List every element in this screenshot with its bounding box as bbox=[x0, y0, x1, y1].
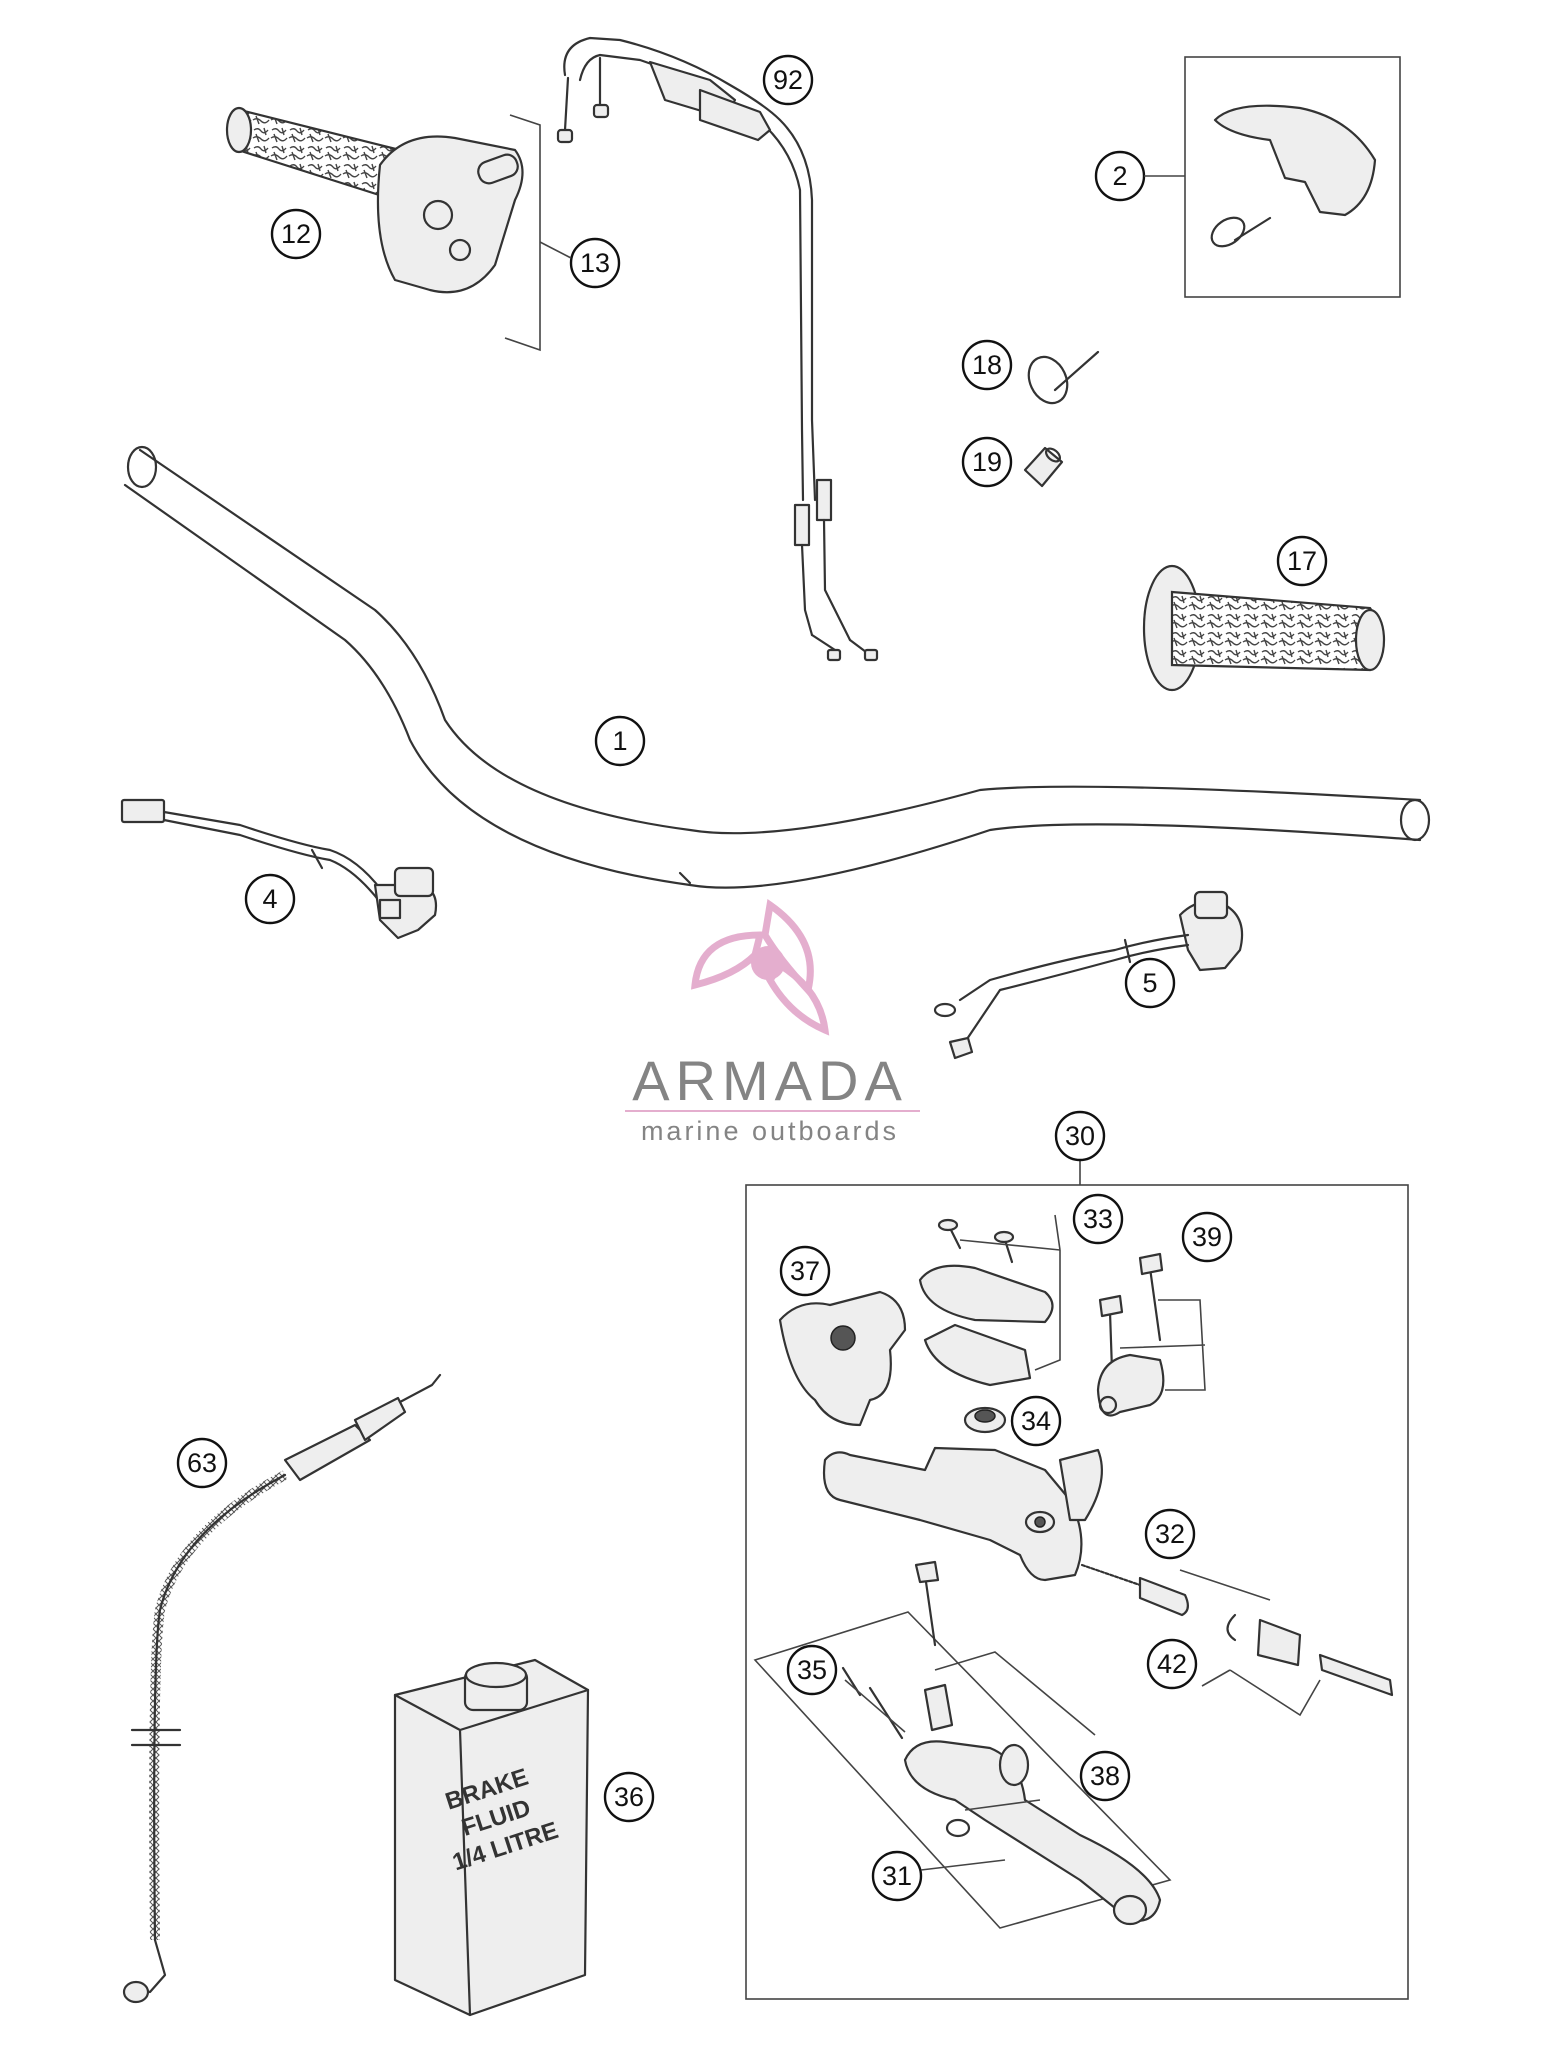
callout-34: 34 bbox=[1010, 1395, 1062, 1447]
callout-42: 42 bbox=[1146, 1638, 1198, 1690]
callout-36: 36 bbox=[603, 1771, 655, 1823]
propeller-icon bbox=[691, 898, 830, 1036]
armada-watermark: ARMADA marine outboards bbox=[625, 898, 920, 1146]
svg-text:30: 30 bbox=[1065, 1121, 1095, 1151]
svg-text:19: 19 bbox=[972, 447, 1002, 477]
svg-text:37: 37 bbox=[790, 1256, 820, 1286]
svg-text:35: 35 bbox=[797, 1655, 827, 1685]
handlebar bbox=[123, 445, 1431, 889]
sleeve bbox=[1023, 446, 1064, 488]
svg-text:34: 34 bbox=[1021, 1406, 1051, 1436]
callout-30: 30 bbox=[1054, 1110, 1106, 1162]
callout-32: 32 bbox=[1144, 1508, 1196, 1560]
svg-text:39: 39 bbox=[1192, 1222, 1222, 1252]
callout-33: 33 bbox=[1072, 1193, 1124, 1245]
svg-text:42: 42 bbox=[1157, 1649, 1187, 1679]
cable-tie bbox=[1027, 350, 1100, 405]
svg-text:4: 4 bbox=[262, 884, 277, 914]
callout-38: 38 bbox=[1079, 1750, 1131, 1802]
callout-1: 1 bbox=[594, 715, 646, 767]
callout-31: 31 bbox=[871, 1850, 923, 1902]
throttle-housing bbox=[376, 114, 541, 352]
svg-text:92: 92 bbox=[773, 65, 803, 95]
callout-2: 2 bbox=[1094, 150, 1146, 202]
callout-5: 5 bbox=[1124, 957, 1176, 1009]
callout-92: 92 bbox=[762, 54, 814, 106]
svg-text:17: 17 bbox=[1287, 546, 1317, 576]
callout-37: 37 bbox=[779, 1245, 831, 1297]
callout-63: 63 bbox=[176, 1437, 228, 1489]
svg-text:63: 63 bbox=[187, 1448, 217, 1478]
start-switch bbox=[933, 890, 1244, 1060]
svg-text:1: 1 bbox=[612, 726, 627, 756]
brake-fluid-container: BRAKE FLUID 1/4 LITRE bbox=[393, 1658, 590, 2017]
cover-assembly bbox=[1184, 56, 1401, 298]
throttle-grip bbox=[225, 106, 408, 202]
svg-text:32: 32 bbox=[1155, 1519, 1185, 1549]
svg-text:33: 33 bbox=[1083, 1204, 1113, 1234]
callout-39: 39 bbox=[1181, 1211, 1233, 1263]
svg-text:5: 5 bbox=[1142, 968, 1157, 998]
svg-text:2: 2 bbox=[1112, 161, 1127, 191]
callout-19: 19 bbox=[961, 436, 1013, 488]
svg-text:12: 12 bbox=[281, 219, 311, 249]
svg-text:31: 31 bbox=[882, 1861, 912, 1891]
callout-4: 4 bbox=[244, 873, 296, 925]
svg-text:36: 36 bbox=[614, 1782, 644, 1812]
brake-line bbox=[122, 1373, 442, 2004]
brand-tagline: marine outboards bbox=[641, 1116, 899, 1146]
callout-18: 18 bbox=[961, 339, 1013, 391]
throttle-cables bbox=[556, 36, 879, 662]
left-grip bbox=[1142, 564, 1386, 692]
brand-name: ARMADA bbox=[632, 1049, 908, 1112]
svg-text:18: 18 bbox=[972, 350, 1002, 380]
svg-text:13: 13 bbox=[580, 248, 610, 278]
callout-35: 35 bbox=[786, 1644, 838, 1696]
callout-12: 12 bbox=[270, 208, 322, 260]
master-cylinder-assembly bbox=[745, 1160, 1409, 2000]
callout-13: 13 bbox=[569, 237, 621, 289]
kill-switch bbox=[120, 798, 438, 940]
callouts: 1 2 4 5 12 13 17 18 19 30 31 32 33 34 35… bbox=[176, 54, 1328, 1902]
svg-text:38: 38 bbox=[1090, 1761, 1120, 1791]
callout-17: 17 bbox=[1276, 535, 1328, 587]
